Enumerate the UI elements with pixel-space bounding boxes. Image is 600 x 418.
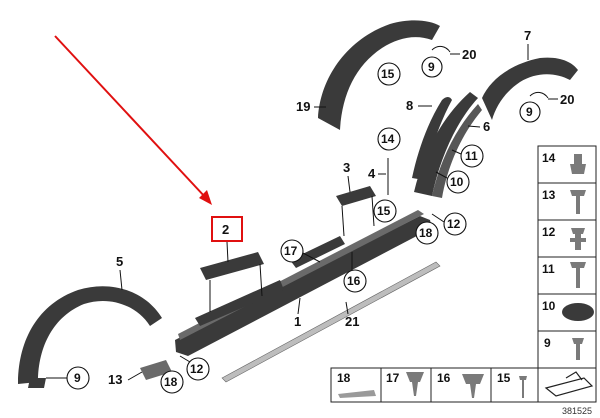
callout-10 (446, 170, 470, 194)
label-9-top: 9 (428, 60, 435, 74)
label-3: 3 (343, 160, 350, 175)
callout-18-bottom (160, 370, 184, 394)
callout-15 (373, 199, 397, 223)
label-1: 1 (294, 314, 301, 329)
legend-12: 12 (542, 225, 556, 239)
wheel-arch-front-upper (482, 57, 578, 120)
reference-number: 381525 (562, 406, 592, 416)
legend-11: 11 (542, 262, 555, 276)
wheel-arch-front-lower (18, 286, 162, 388)
callout-17 (280, 239, 304, 263)
callout-12 (443, 212, 467, 236)
screw-long-icon (570, 262, 586, 288)
highlight-arrow (54, 35, 212, 205)
label-18: 18 (419, 226, 433, 240)
label-10: 10 (450, 175, 464, 189)
callout-12-bottom (186, 357, 210, 381)
legend-18: 18 (337, 371, 351, 385)
legend-9: 9 (544, 336, 551, 350)
wheel-arch-rear-upper (318, 20, 440, 130)
label-15: 15 (377, 204, 391, 218)
callout-18 (415, 221, 439, 245)
callout-16 (343, 269, 367, 293)
rivet-icon (406, 372, 424, 396)
label-6: 6 (483, 119, 490, 134)
legend-right: 14 13 12 11 10 9 (537, 145, 597, 369)
wheel-arch-liner (414, 92, 482, 198)
nut-icon (570, 154, 586, 174)
label-20-right: 20 (560, 92, 574, 107)
highlight-box (211, 216, 243, 242)
pin-icon (519, 376, 527, 398)
legend-bottom: 18 17 16 15 (330, 367, 597, 403)
sill-trim-strip (221, 261, 441, 383)
sill-cover-3 (336, 186, 376, 237)
wedge-icon (544, 377, 594, 397)
legend-16: 16 (437, 371, 451, 385)
clip-icon (572, 338, 584, 360)
label-2: 2 (222, 222, 229, 237)
callout-9-right (519, 101, 541, 123)
label-12-bottom: 12 (190, 362, 204, 376)
trim-strip (412, 97, 452, 180)
legend-17: 17 (386, 371, 400, 385)
label-14: 14 (381, 132, 395, 146)
label-7: 7 (524, 28, 531, 43)
label-17: 17 (284, 244, 298, 258)
callout-9-top (421, 56, 443, 78)
callout-15-arch (377, 62, 401, 86)
label-9-right: 9 (526, 105, 533, 119)
bracket-lower (140, 360, 172, 380)
legend-15: 15 (497, 371, 511, 385)
label-11: 11 (465, 149, 478, 163)
bolt-washer-icon (570, 228, 586, 250)
label-4: 4 (368, 166, 376, 181)
expanding-rivet-icon (462, 374, 484, 398)
label-8: 8 (406, 98, 413, 113)
label-9-bottom: 9 (74, 371, 81, 385)
legend-13: 13 (542, 188, 556, 202)
label-15-arch: 15 (381, 67, 395, 81)
label-18-bottom: 18 (164, 375, 178, 389)
label-13-bottom: 13 (108, 372, 122, 387)
label-21: 21 (345, 314, 359, 329)
label-19: 19 (296, 99, 310, 114)
legend-14: 14 (542, 151, 556, 165)
legend-10: 10 (542, 299, 556, 313)
callout-11 (460, 144, 484, 168)
label-20-top: 20 (462, 47, 476, 62)
screw-icon (570, 190, 586, 214)
label-12: 12 (447, 217, 461, 231)
plug-icon (562, 303, 594, 321)
pad-icon (338, 390, 376, 398)
label-16: 16 (347, 274, 361, 288)
sill-cover-2 (200, 252, 264, 312)
label-5: 5 (116, 254, 123, 269)
callout-14 (377, 127, 401, 151)
